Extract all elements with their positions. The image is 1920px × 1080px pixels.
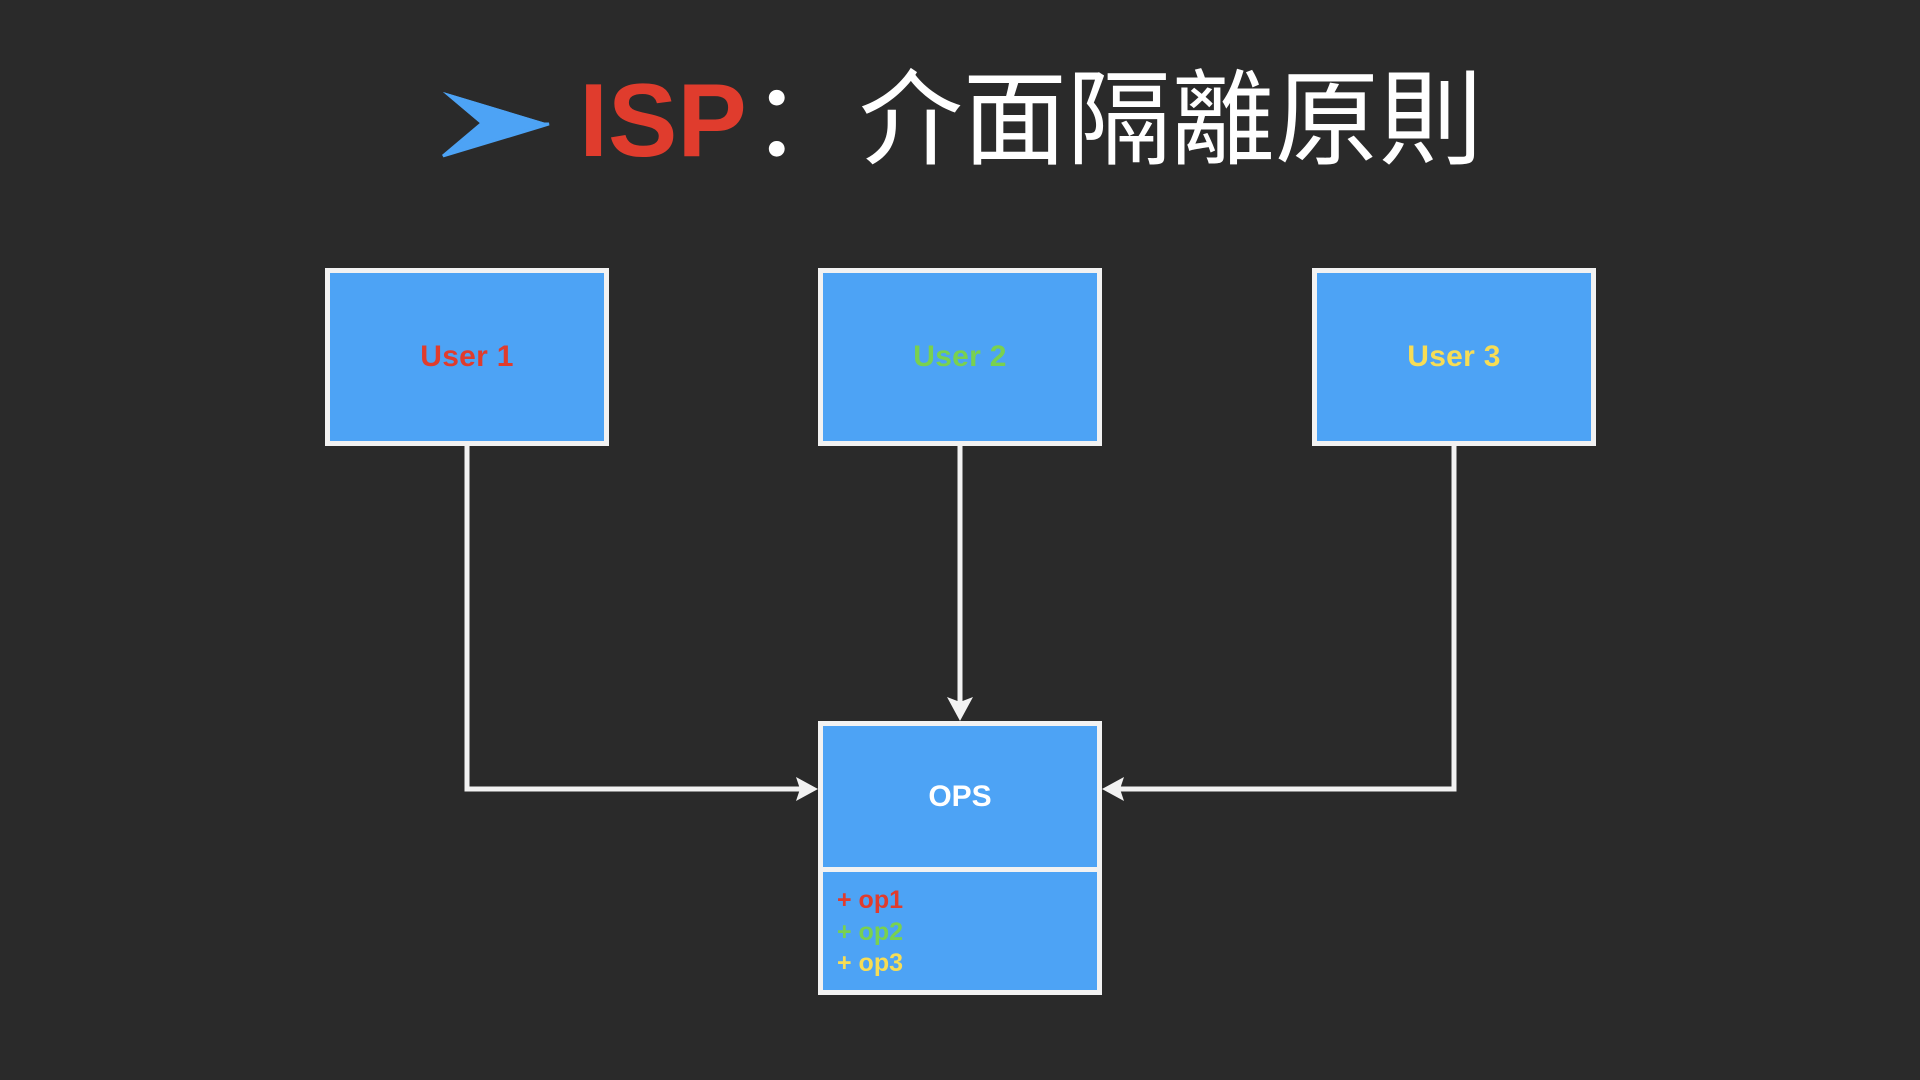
box-user-3[interactable]: User 3 bbox=[1312, 268, 1596, 446]
slide-title: ISP：介面隔離原則 bbox=[0, 68, 1920, 173]
connector-user2-to-ops bbox=[947, 446, 973, 721]
paper-plane-arrow-icon bbox=[442, 91, 550, 157]
box-user-1[interactable]: User 1 bbox=[325, 268, 609, 446]
ops-operation-item: + op3 bbox=[837, 949, 903, 977]
box-user-2-label: User 2 bbox=[913, 340, 1007, 373]
connector-user3-to-ops bbox=[1102, 446, 1457, 801]
title-acronym: ISP bbox=[579, 63, 747, 179]
title-separator: ： bbox=[750, 63, 855, 179]
box-user-3-label: User 3 bbox=[1407, 340, 1501, 373]
ops-operation-item: + op1 bbox=[837, 886, 903, 914]
ops-operation-item: + op2 bbox=[837, 917, 903, 946]
title-text-group: ISP：介面隔離原則 bbox=[579, 68, 1483, 173]
ops-header: OPS bbox=[823, 726, 1097, 867]
box-user-2[interactable]: User 2 bbox=[818, 268, 1102, 446]
ops-title-label: OPS bbox=[928, 779, 992, 813]
title-chinese: 介面隔離原則 bbox=[858, 59, 1483, 181]
box-user-1-label: User 1 bbox=[420, 340, 514, 373]
connector-user1-to-ops bbox=[464, 446, 818, 801]
ops-section-divider bbox=[823, 867, 1097, 872]
ops-operations-list: + op1 + op2 + op3 bbox=[823, 872, 1097, 990]
box-ops-interface[interactable]: OPS + op1 + op2 + op3 bbox=[818, 721, 1102, 995]
